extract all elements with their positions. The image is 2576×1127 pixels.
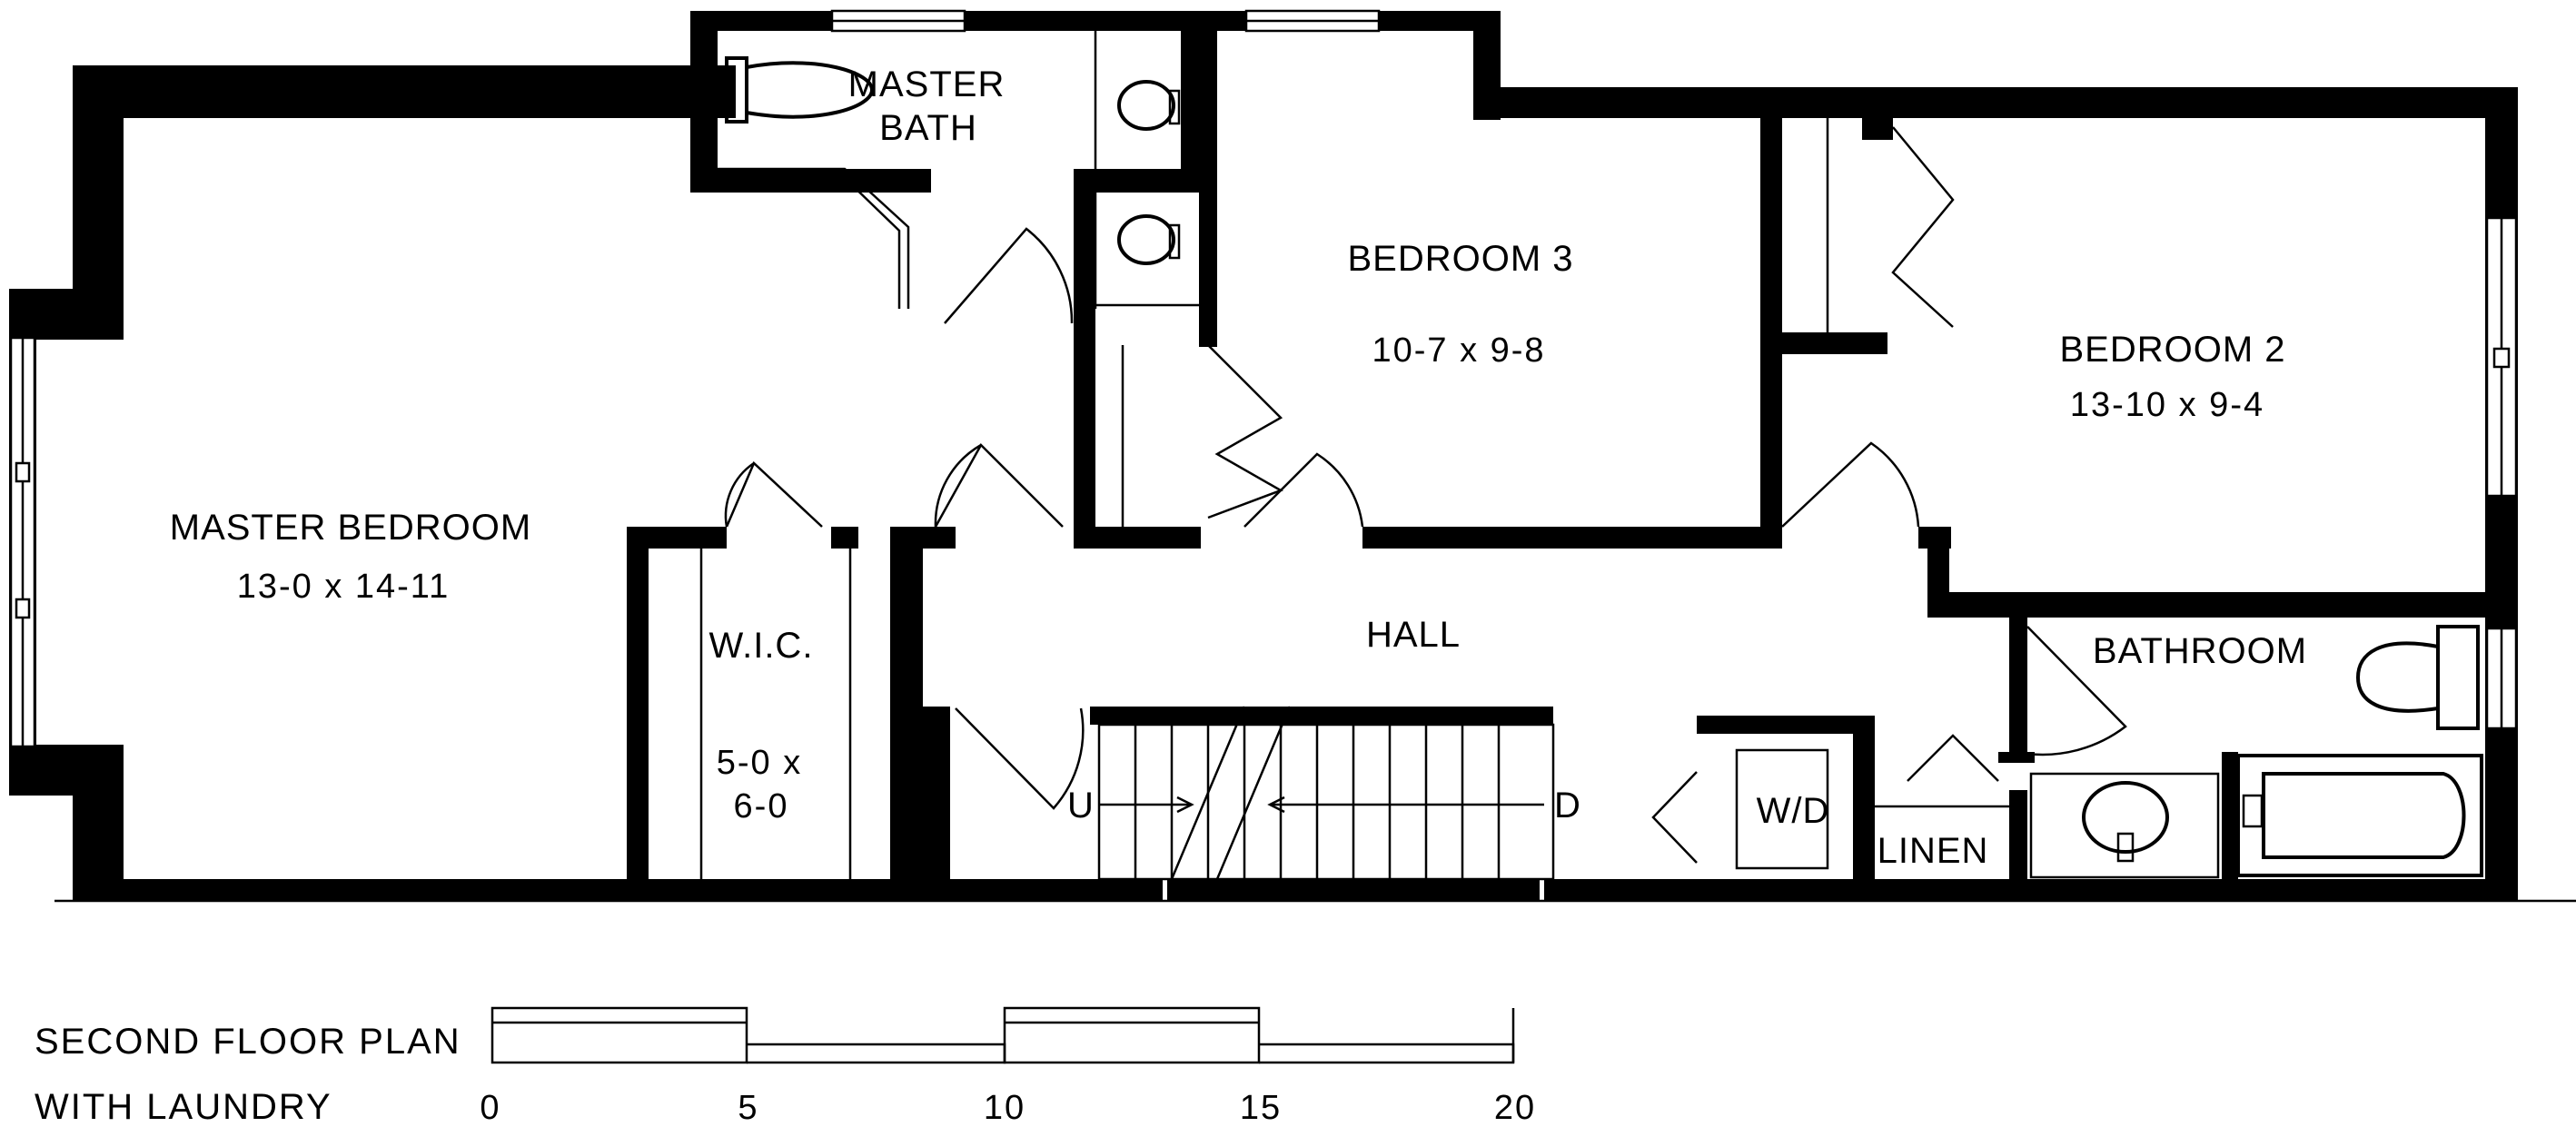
master-bath-fixtures bbox=[718, 31, 1199, 309]
laundry-name: W/D bbox=[1757, 791, 1830, 831]
closet-rods bbox=[699, 118, 2009, 879]
master-bath-name-line2: BATH bbox=[879, 108, 977, 148]
stairs bbox=[1097, 706, 1555, 881]
scale-label-5: 5 bbox=[738, 1089, 758, 1127]
hall-name: HALL bbox=[1366, 615, 1461, 655]
scale-label-20: 20 bbox=[1494, 1089, 1536, 1127]
doors bbox=[724, 126, 2127, 864]
scale-bar: 0 5 10 15 20 bbox=[480, 1006, 1536, 1127]
wic-size-line1: 5-0 x bbox=[717, 744, 802, 782]
wic-size-line2: 6-0 bbox=[734, 787, 789, 825]
master-bath-name-line1: MASTER bbox=[848, 64, 1006, 104]
scale-label-10: 10 bbox=[984, 1089, 1025, 1127]
plan-title-line1: SECOND FLOOR PLAN bbox=[35, 1022, 461, 1062]
stairs-up-label: U bbox=[1067, 786, 1095, 825]
bathroom-name: BATHROOM bbox=[2093, 631, 2307, 671]
linen-name: LINEN bbox=[1878, 831, 1989, 871]
master-bedroom-size: 13-0 x 14-11 bbox=[237, 568, 451, 606]
bedroom2-name: BEDROOM 2 bbox=[2059, 330, 2285, 370]
interior-walls bbox=[627, 27, 2485, 879]
plan-title: SECOND FLOOR PLAN WITH LAUNDRY bbox=[35, 1022, 461, 1127]
room-labels: MASTER BEDROOM 13-0 x 14-11 MASTER BATH … bbox=[170, 64, 2307, 871]
plan-title-line2: WITH LAUNDRY bbox=[35, 1087, 332, 1127]
bedroom3-size: 10-7 x 9-8 bbox=[1372, 331, 1545, 370]
scale-label-0: 0 bbox=[480, 1089, 500, 1127]
wic-name: W.I.C. bbox=[709, 626, 814, 666]
stairs-down-label: D bbox=[1554, 786, 1581, 825]
master-bedroom-name: MASTER BEDROOM bbox=[170, 508, 531, 548]
bathroom-fixtures bbox=[2029, 625, 2483, 879]
windows bbox=[9, 9, 2518, 748]
bedroom3-name: BEDROOM 3 bbox=[1347, 239, 1573, 279]
bedroom2-size: 13-10 x 9-4 bbox=[2070, 386, 2264, 424]
scale-label-15: 15 bbox=[1240, 1089, 1282, 1127]
